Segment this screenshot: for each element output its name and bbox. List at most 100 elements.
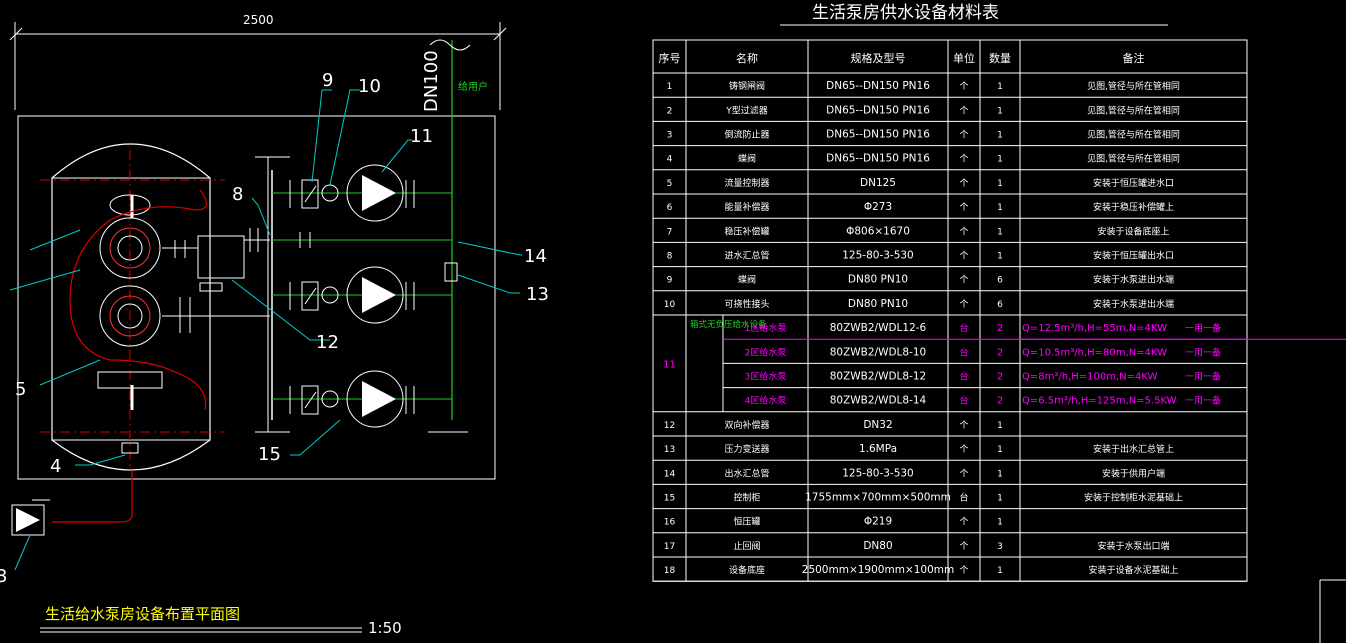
cell-name: 压力变送器 [724,443,769,455]
cell-no: 12 [664,421,675,431]
cell-spec: DN80 PN10 [848,298,908,310]
cell-unit: 个 [959,81,968,92]
group-no: 11 [663,359,676,370]
cell-note: 安装于出水汇总管上 [1093,443,1174,455]
cell-spec: 1755mm×700mm×500mm [805,492,951,504]
cell-note: 安装于水泵进出水端 [1093,274,1174,286]
cell-qty: 1 [997,179,1003,189]
cell-no: 15 [664,494,675,504]
cell-no: 2 [667,106,673,116]
cell-note: 见图,管径与所在管相同 [1087,104,1180,116]
header-3: 单位 [953,51,975,65]
callout-13: 13 [526,284,549,305]
zone-qty: 2 [997,347,1003,358]
callout-10: 10 [358,76,381,97]
zone-note: Q=10.5m³/h,H=80m,N=4KW [1022,347,1167,358]
cell-qty: 1 [997,106,1003,116]
cell-qty: 6 [997,300,1003,310]
cell-qty: 3 [997,542,1003,552]
cell-spec: 125-80-3-530 [842,467,914,479]
cell-unit: 个 [959,468,968,479]
cell-spec: DN32 [863,419,892,431]
cell-qty: 1 [997,566,1003,576]
zone-unit: 台 [959,346,968,358]
cell-name: 稳压补偿罐 [724,225,769,237]
cell-no: 18 [664,566,676,576]
cell-qty: 1 [997,82,1003,92]
zone-duty: 一用一备 [1185,322,1221,334]
cell-unit: 个 [959,517,968,528]
cell-name: 能量补偿器 [724,201,769,213]
cell-qty: 1 [997,494,1003,504]
zone-spec: 80ZWB2/WDL8-14 [830,395,927,407]
callout-3: 3 [0,566,7,587]
callout-15: 15 [258,444,281,465]
zone-spec: 80ZWB2/WDL8-12 [830,371,927,383]
table-title: 生活泵房供水设备材料表 [812,3,999,23]
cell-name: 可挠性接头 [724,298,769,310]
pump-row-3 [272,370,452,428]
cell-qty: 1 [997,203,1003,213]
header-2: 规格及型号 [851,51,906,65]
cell-qty: 1 [997,469,1003,479]
cell-qty: 1 [997,445,1003,455]
cell-spec: DN80 [863,540,892,552]
cell-name: 双向补偿器 [724,419,769,431]
cell-spec: DN80 PN10 [848,274,908,286]
cell-qty: 1 [997,518,1003,528]
cell-spec: Φ219 [864,516,892,528]
pump-row-2 [272,266,452,324]
cell-unit: 个 [959,444,968,455]
cell-spec: DN125 [860,177,896,189]
zone-duty: 一用一备 [1185,346,1221,358]
callout-12: 12 [316,332,339,353]
cell-note: 安装于恒压罐出水口 [1093,250,1174,262]
cell-unit: 台 [959,492,968,504]
cell-name: 设备底座 [729,564,765,576]
group-name: 箱式无负压给水设备 [690,319,767,330]
cell-name: Y型过滤器 [725,104,768,116]
cell-note: 安装于供用户端 [1102,467,1165,479]
cell-unit: 个 [959,130,968,141]
to-user-label: 给用户 [458,80,488,93]
cell-no: 7 [667,227,673,237]
cell-note: 见图,管径与所在管相同 [1087,153,1180,165]
cell-spec: 125-80-3-530 [842,250,914,262]
callout-4: 4 [50,456,61,477]
cell-no: 8 [667,252,673,262]
cell-note: 安装于稳压补偿罐上 [1093,201,1174,213]
cell-qty: 6 [997,276,1003,286]
header-5: 备注 [1123,51,1145,65]
cell-no: 14 [664,469,676,479]
plan-scale: 1:50 [368,619,402,637]
zone-unit: 台 [959,371,968,383]
callout-14: 14 [524,246,547,267]
cell-name: 蝶阀 [738,274,756,286]
cell-unit: 个 [959,420,968,431]
cell-name: 进水汇总管 [724,250,769,262]
cell-unit: 个 [959,226,968,237]
cell-no: 13 [664,445,675,455]
cell-spec: 2500mm×1900mm×100mm [802,564,954,576]
cell-note: 见图,管径与所在管相同 [1087,129,1180,141]
cell-unit: 个 [959,202,968,213]
zone-qty: 2 [997,396,1003,407]
cell-spec: DN65--DN150 PN16 [826,153,930,165]
cell-spec: DN65--DN150 PN16 [826,129,930,141]
cell-unit: 个 [959,251,968,262]
cell-no: 5 [667,179,673,189]
cell-unit: 个 [959,565,968,576]
zone-qty: 2 [997,323,1003,334]
plan-title: 生活给水泵房设备布置平面图 [45,605,240,623]
cell-spec: Φ806×1670 [846,225,910,237]
cell-unit: 个 [959,105,968,116]
pump-row-1 [272,164,452,222]
zone-duty: 一用一备 [1185,395,1221,407]
cell-qty: 1 [997,155,1003,165]
cell-unit: 个 [959,178,968,189]
cell-name: 铸钢闸阀 [729,80,765,92]
zone-4: 4区给水泵 [745,395,787,407]
cell-name: 恒压罐 [733,516,760,528]
